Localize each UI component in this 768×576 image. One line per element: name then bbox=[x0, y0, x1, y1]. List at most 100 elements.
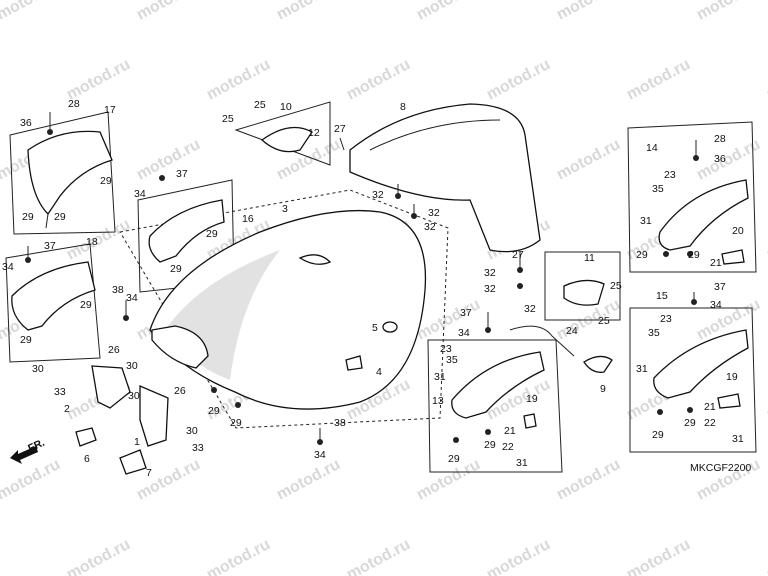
callout-29: 29 bbox=[54, 211, 66, 223]
callout-32: 32 bbox=[424, 221, 436, 233]
callout-37: 37 bbox=[714, 281, 726, 293]
watermark-text: motod.ru bbox=[274, 0, 343, 24]
callout-29: 29 bbox=[448, 453, 460, 465]
watermark-text: motod.ru bbox=[64, 536, 133, 576]
callout-32: 32 bbox=[484, 283, 496, 295]
callout-27: 27 bbox=[334, 123, 346, 135]
callout-31: 31 bbox=[732, 433, 744, 445]
callout-19: 19 bbox=[526, 393, 538, 405]
callout-32: 32 bbox=[372, 189, 384, 201]
watermark-text: motod.ru bbox=[764, 216, 768, 264]
watermark-text: motod.ru bbox=[344, 56, 413, 104]
group-frames bbox=[5, 101, 757, 473]
callout-31: 31 bbox=[636, 363, 648, 375]
side-panel-part-16 bbox=[148, 199, 225, 263]
callout-37: 37 bbox=[460, 307, 472, 319]
callout-28: 28 bbox=[68, 98, 80, 110]
watermark-text: motod.ru bbox=[134, 0, 203, 24]
watermark-text: motod.ru bbox=[764, 536, 768, 576]
watermark-text: motod.ru bbox=[64, 216, 133, 264]
callout-35: 35 bbox=[446, 354, 458, 366]
watermark-text: motod.ru bbox=[204, 536, 273, 576]
leader-lines bbox=[27, 112, 697, 440]
callout-21: 21 bbox=[710, 257, 722, 269]
callout-10: 10 bbox=[280, 101, 292, 113]
callout-31: 31 bbox=[516, 457, 528, 469]
callout-29: 29 bbox=[652, 429, 664, 441]
callout-24: 24 bbox=[566, 325, 578, 337]
callout-33: 33 bbox=[54, 386, 66, 398]
callout-18: 18 bbox=[86, 236, 98, 248]
callout-29: 29 bbox=[230, 417, 242, 429]
watermark-text: motod.ru bbox=[624, 536, 693, 576]
watermark-text: motod.ru bbox=[0, 456, 63, 504]
watermark-text: motod.ru bbox=[134, 136, 203, 184]
callout-37: 37 bbox=[44, 240, 56, 252]
watermark-text: motod.ru bbox=[554, 136, 623, 184]
callout-37: 37 bbox=[176, 168, 188, 180]
callout-32: 32 bbox=[428, 207, 440, 219]
callout-36: 36 bbox=[20, 117, 32, 129]
watermark-text: motod.ru bbox=[204, 56, 273, 104]
watermark-text: motod.ru bbox=[414, 0, 483, 24]
backrest-part-8 bbox=[349, 103, 541, 253]
callout-16: 16 bbox=[242, 213, 254, 225]
front-arrow-label: FR. bbox=[26, 437, 46, 455]
watermark-text: motod.ru bbox=[484, 56, 553, 104]
side-panel-part-18 bbox=[11, 261, 96, 331]
watermark-text: motod.ru bbox=[274, 456, 343, 504]
callout-25: 25 bbox=[598, 315, 610, 327]
callout-6: 6 bbox=[84, 453, 90, 465]
callout-34: 34 bbox=[314, 449, 326, 461]
callout-29: 29 bbox=[80, 299, 92, 311]
callout-29: 29 bbox=[484, 439, 496, 451]
callout-35: 35 bbox=[652, 183, 664, 195]
watermark-text: motod.ru bbox=[694, 0, 763, 24]
callout-27: 27 bbox=[512, 249, 524, 261]
callout-34: 34 bbox=[126, 292, 138, 304]
callout-8: 8 bbox=[400, 101, 406, 113]
callout-30: 30 bbox=[126, 360, 138, 372]
callout-20: 20 bbox=[732, 225, 744, 237]
callout-25: 25 bbox=[222, 113, 234, 125]
watermark-text: motod.ru bbox=[764, 56, 768, 104]
callout-25: 25 bbox=[610, 280, 622, 292]
side-panel-part-17 bbox=[27, 130, 113, 216]
small-parts bbox=[75, 126, 745, 475]
diagram-code: MKCGF2200 bbox=[690, 462, 751, 474]
callout-29: 29 bbox=[206, 228, 218, 240]
front-direction-arrow: FR. bbox=[10, 437, 47, 464]
callout-29: 29 bbox=[22, 211, 34, 223]
callout-9: 9 bbox=[600, 383, 606, 395]
callout-29: 29 bbox=[688, 249, 700, 261]
callout-3: 3 bbox=[282, 203, 288, 215]
callout-25: 25 bbox=[254, 99, 266, 111]
callout-34: 34 bbox=[458, 327, 470, 339]
side-panel-part-15 bbox=[653, 329, 749, 399]
callout-34: 34 bbox=[710, 299, 722, 311]
watermark-text: motod.ru bbox=[554, 0, 623, 24]
callout-38: 38 bbox=[112, 284, 124, 296]
callout-30: 30 bbox=[128, 390, 140, 402]
callout-26: 26 bbox=[108, 344, 120, 356]
callout-29: 29 bbox=[684, 417, 696, 429]
callout-31: 31 bbox=[434, 371, 446, 383]
callout-14: 14 bbox=[646, 142, 658, 154]
callout-35: 35 bbox=[648, 327, 660, 339]
callout-4: 4 bbox=[376, 366, 382, 378]
callout-29: 29 bbox=[208, 405, 220, 417]
callout-26: 26 bbox=[174, 385, 186, 397]
callout-23: 23 bbox=[440, 343, 452, 355]
callout-19: 19 bbox=[726, 371, 738, 383]
callout-29: 29 bbox=[20, 334, 32, 346]
callout-7: 7 bbox=[146, 467, 152, 479]
callout-23: 23 bbox=[664, 169, 676, 181]
callout-23: 23 bbox=[660, 313, 672, 325]
callout-34: 34 bbox=[2, 261, 14, 273]
callout-2: 2 bbox=[64, 403, 70, 415]
watermark-text: motod.ru bbox=[64, 56, 133, 104]
watermark-text: motod.ru bbox=[764, 376, 768, 424]
callout-34: 34 bbox=[134, 188, 146, 200]
